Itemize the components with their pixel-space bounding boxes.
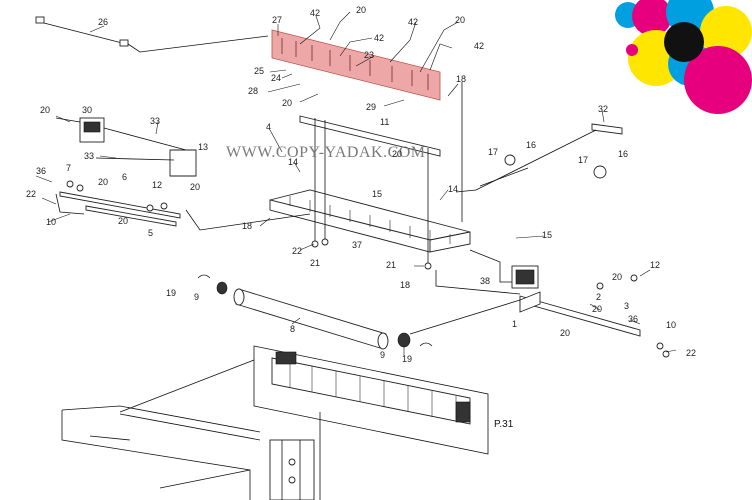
- callout-18: 18: [400, 280, 410, 290]
- callout-15: 15: [372, 189, 382, 199]
- part-11-bar: [299, 115, 441, 157]
- logo-circle-yellow-right: [700, 6, 752, 58]
- callout-20: 20: [40, 105, 50, 115]
- callout-6: 6: [122, 172, 127, 182]
- callout-42: 42: [374, 33, 384, 43]
- callout-42: 42: [474, 41, 484, 51]
- callout-20: 20: [612, 272, 622, 282]
- callout-10: 10: [46, 217, 56, 227]
- callout-36: 36: [36, 166, 46, 176]
- left-bracket-parts: [55, 117, 197, 177]
- highlighted-guide-plate: [271, 29, 441, 101]
- logo-circle-magenta-top: [632, 0, 672, 36]
- leader-lines: [35, 11, 677, 356]
- callout-7: 7: [66, 163, 71, 173]
- callout-22: 22: [686, 348, 696, 358]
- callout-3: 3: [624, 301, 629, 311]
- callout-15: 15: [542, 230, 552, 240]
- callout-9: 9: [194, 292, 199, 302]
- callout-19: 19: [402, 354, 412, 364]
- callout-18: 18: [242, 221, 252, 231]
- callout-14: 14: [448, 184, 458, 194]
- callout-25: 25: [254, 66, 264, 76]
- callout-24: 24: [271, 73, 281, 83]
- callout-14: 14: [288, 157, 298, 167]
- guide-plate-ribs: [281, 38, 429, 90]
- roller-part-8: [197, 274, 521, 350]
- callout-30: 30: [82, 105, 92, 115]
- callout-20: 20: [118, 216, 128, 226]
- callout-19: 19: [166, 288, 176, 298]
- callout-20: 20: [190, 182, 200, 192]
- callout-21: 21: [310, 258, 320, 268]
- callout-29: 29: [366, 102, 376, 112]
- callout-12: 12: [152, 180, 162, 190]
- logo-circle-black: [664, 22, 704, 62]
- callout-28: 28: [248, 86, 258, 96]
- callout-22: 22: [292, 246, 302, 256]
- logo-circle-magenta-small: [626, 44, 638, 56]
- callout-38: 38: [480, 276, 490, 286]
- callout-numbers: 26 27 42 20 42 42 20 42 23 25 24 28 20 2…: [26, 5, 696, 364]
- callout-18: 18: [456, 74, 466, 84]
- callout-10: 10: [666, 320, 676, 330]
- left-rail-parts: [55, 180, 311, 231]
- watermark-text: WWW.COPY-YADAK.COM: [226, 144, 426, 161]
- callout-17: 17: [578, 155, 588, 165]
- logo-circle-magenta-big: [684, 46, 752, 114]
- callout-33: 33: [84, 151, 94, 161]
- callout-36: 36: [628, 314, 638, 324]
- callout-20: 20: [356, 5, 366, 15]
- callout-33: 33: [150, 116, 160, 126]
- callout-26: 26: [98, 17, 108, 27]
- callout-8: 8: [290, 324, 295, 334]
- callout-20: 20: [560, 328, 570, 338]
- callout-5: 5: [148, 228, 153, 238]
- callout-27: 27: [272, 15, 282, 25]
- callout-13: 13: [198, 142, 208, 152]
- callout-37: 37: [352, 240, 362, 250]
- callout-2: 2: [596, 292, 601, 302]
- callout-32: 32: [598, 104, 608, 114]
- callout-4: 4: [266, 122, 271, 132]
- main-guide-assembly: [269, 189, 471, 253]
- callout-20: 20: [392, 149, 402, 159]
- boxed-fuser-assembly: [253, 345, 489, 455]
- support-pins: [311, 82, 463, 270]
- brand-logo: [615, 0, 752, 114]
- callout-16: 16: [618, 149, 628, 159]
- callout-1: 1: [512, 319, 517, 329]
- callout-22: 22: [26, 189, 36, 199]
- callout-23: 23: [364, 50, 374, 60]
- page-reference: P.31: [494, 419, 514, 430]
- right-bracket-parts: [455, 123, 623, 193]
- callout-20: 20: [282, 98, 292, 108]
- callout-21: 21: [386, 260, 396, 270]
- right-rail-parts: [435, 249, 670, 358]
- callout-9: 9: [380, 350, 385, 360]
- part-26-rod: [35, 16, 269, 53]
- callout-42: 42: [310, 8, 320, 18]
- callout-20: 20: [455, 15, 465, 25]
- callout-16: 16: [526, 140, 536, 150]
- callout-42: 42: [408, 17, 418, 27]
- callout-12: 12: [650, 260, 660, 270]
- callout-11: 11: [380, 117, 389, 127]
- callout-20: 20: [98, 177, 108, 187]
- callout-17: 17: [488, 147, 498, 157]
- callout-20: 20: [592, 304, 602, 314]
- bottom-frame: [61, 359, 321, 500]
